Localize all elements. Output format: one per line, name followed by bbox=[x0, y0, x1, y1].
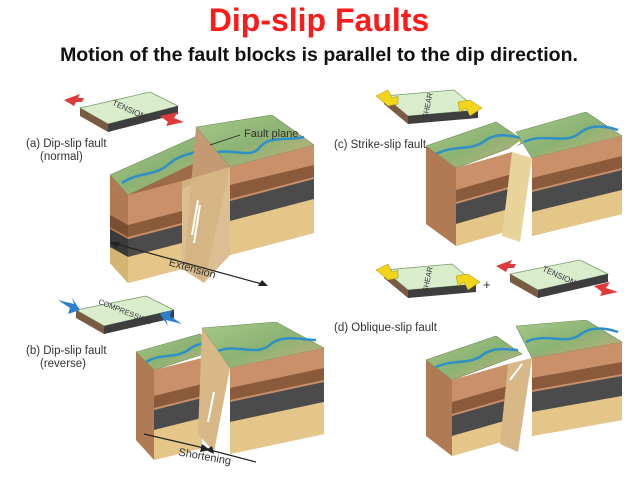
arrow-shear-left-d-icon bbox=[376, 263, 399, 281]
caption-a-line1: (a) Dip-slip fault bbox=[26, 138, 107, 150]
caption-b-line2: (reverse) bbox=[40, 358, 87, 370]
fault-block-a bbox=[109, 115, 315, 283]
stress-block-compression-b: COMPRESSION bbox=[58, 295, 182, 334]
slip-arrow-d-icon bbox=[509, 363, 523, 381]
arrow-shear-right-icon bbox=[457, 99, 483, 117]
arrow-head-left-icon bbox=[110, 242, 120, 248]
stress-block-tension-d: TENSION bbox=[496, 259, 618, 298]
page-title: Dip-slip Faults bbox=[208, 2, 430, 38]
page-subtitle: Motion of the fault blocks is parallel t… bbox=[60, 44, 578, 66]
caption-a-line2: (normal) bbox=[40, 151, 83, 163]
caption-a: (a) Dip-slip fault (normal) bbox=[26, 138, 107, 164]
arrow-in-left-icon bbox=[58, 298, 80, 314]
slip-arrow-down-a-icon bbox=[193, 204, 201, 244]
slip-arrow-c-icon bbox=[505, 141, 521, 153]
arrow-head-right-icon bbox=[258, 280, 268, 286]
shortening-arrow bbox=[143, 433, 257, 463]
callout-fault-plane: Fault plane bbox=[244, 128, 299, 140]
extension-arrow bbox=[110, 242, 268, 286]
arrow-right-d-icon bbox=[594, 282, 618, 296]
arrow-left-d-icon bbox=[496, 260, 516, 272]
arrow-shear-left-icon bbox=[375, 89, 399, 107]
stress-block-shear-c: SHEAR bbox=[375, 89, 483, 124]
slip-arrow-up-a-icon bbox=[191, 199, 199, 236]
plus-sign: + bbox=[483, 277, 491, 292]
caption-b: (b) Dip-slip fault (reverse) bbox=[26, 345, 107, 371]
caption-b-line1: (b) Dip-slip fault bbox=[26, 345, 107, 357]
caption-d: (d) Oblique-slip fault bbox=[334, 322, 437, 334]
arrow-shear-right-d-icon bbox=[455, 273, 481, 291]
caption-c: (c) Strike-slip fault bbox=[334, 139, 427, 151]
slip-arrow-b-icon bbox=[207, 391, 215, 423]
arrow-left-icon bbox=[64, 94, 84, 106]
arrow-right-icon bbox=[160, 112, 184, 126]
fault-block-d bbox=[426, 320, 623, 456]
fault-block-c bbox=[426, 112, 623, 246]
arrow-in-right-icon bbox=[160, 310, 182, 326]
fault-block-b bbox=[136, 322, 325, 460]
stress-block-tension-a: TENSION bbox=[64, 91, 184, 132]
stress-block-shear-d: SHEAR bbox=[376, 263, 481, 298]
arrow-head-in-right-icon bbox=[206, 446, 214, 454]
